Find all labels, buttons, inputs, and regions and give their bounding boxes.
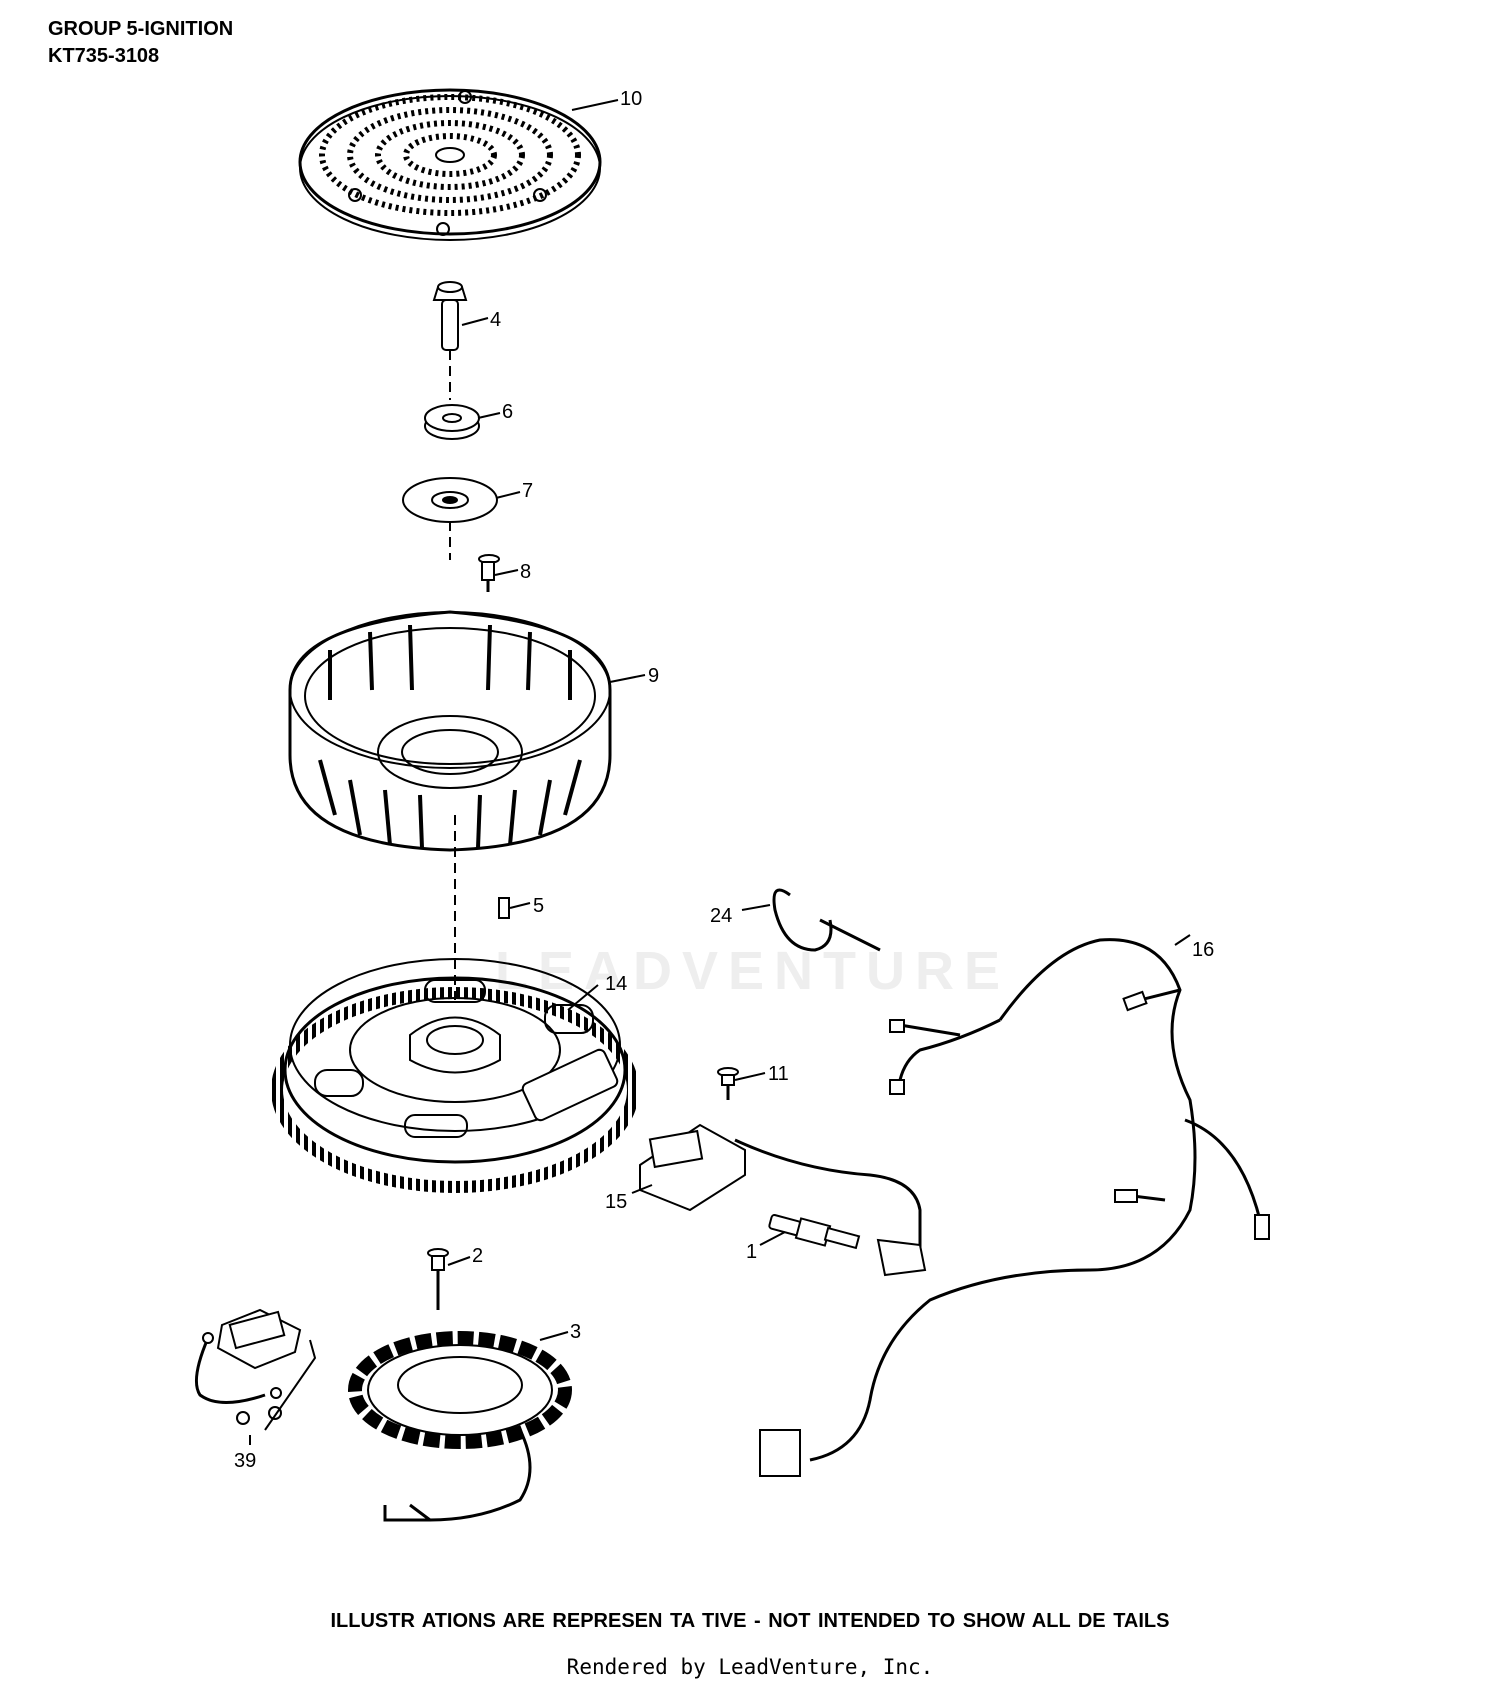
part-3-stator [348, 1331, 572, 1522]
part-24-cable-tie [772, 888, 881, 952]
callout-1: 1 [746, 1241, 757, 1263]
callout-14: 14 [605, 973, 627, 995]
callout-2: 2 [472, 1245, 483, 1267]
watermark: LEADVENTURE [495, 941, 1011, 1001]
callout-6: 6 [502, 401, 513, 423]
part-11-screw [717, 1067, 739, 1100]
part-5-key [498, 897, 510, 919]
part-7-retainer [402, 477, 498, 523]
part-39-rectifier [194, 1308, 317, 1431]
part-16-wiring-harness [759, 938, 1270, 1477]
callout-9: 9 [648, 665, 659, 687]
callout-39: 39 [234, 1450, 256, 1472]
part-14-flywheel [271, 958, 639, 1193]
callout-4: 4 [490, 309, 501, 331]
callout-7: 7 [522, 480, 533, 502]
part-15-ignition-module [639, 1123, 927, 1277]
group-title: GROUP 5-IGNITION [48, 18, 234, 40]
callout-labels: 10 4 6 7 8 9 5 24 16 14 11 15 1 2 3 39 [234, 88, 1214, 1472]
callout-10: 10 [620, 88, 642, 110]
callout-24: 24 [710, 905, 732, 927]
part-2-screw [427, 1248, 449, 1310]
callout-8: 8 [520, 561, 531, 583]
callout-11: 11 [768, 1063, 789, 1085]
part-1-spark-plug [768, 1214, 861, 1250]
callout-3: 3 [570, 1321, 581, 1343]
rendered-by-credit: Rendered by LeadVenture, Inc. [566, 1655, 934, 1679]
callout-15: 15 [605, 1191, 627, 1213]
callout-16: 16 [1192, 939, 1214, 961]
part-4-flywheel-bolt [432, 281, 468, 351]
callout-5: 5 [533, 895, 544, 917]
part-10-debris-screen [298, 88, 602, 241]
disclaimer-note: ILLUSTR ATIONS ARE REPRESEN TA TIVE - NO… [330, 1610, 1170, 1632]
model-number: KT735-3108 [48, 45, 160, 67]
part-6-washer [424, 404, 480, 440]
part-9-cooling-fan [288, 610, 612, 852]
part-8-screw [478, 554, 500, 592]
